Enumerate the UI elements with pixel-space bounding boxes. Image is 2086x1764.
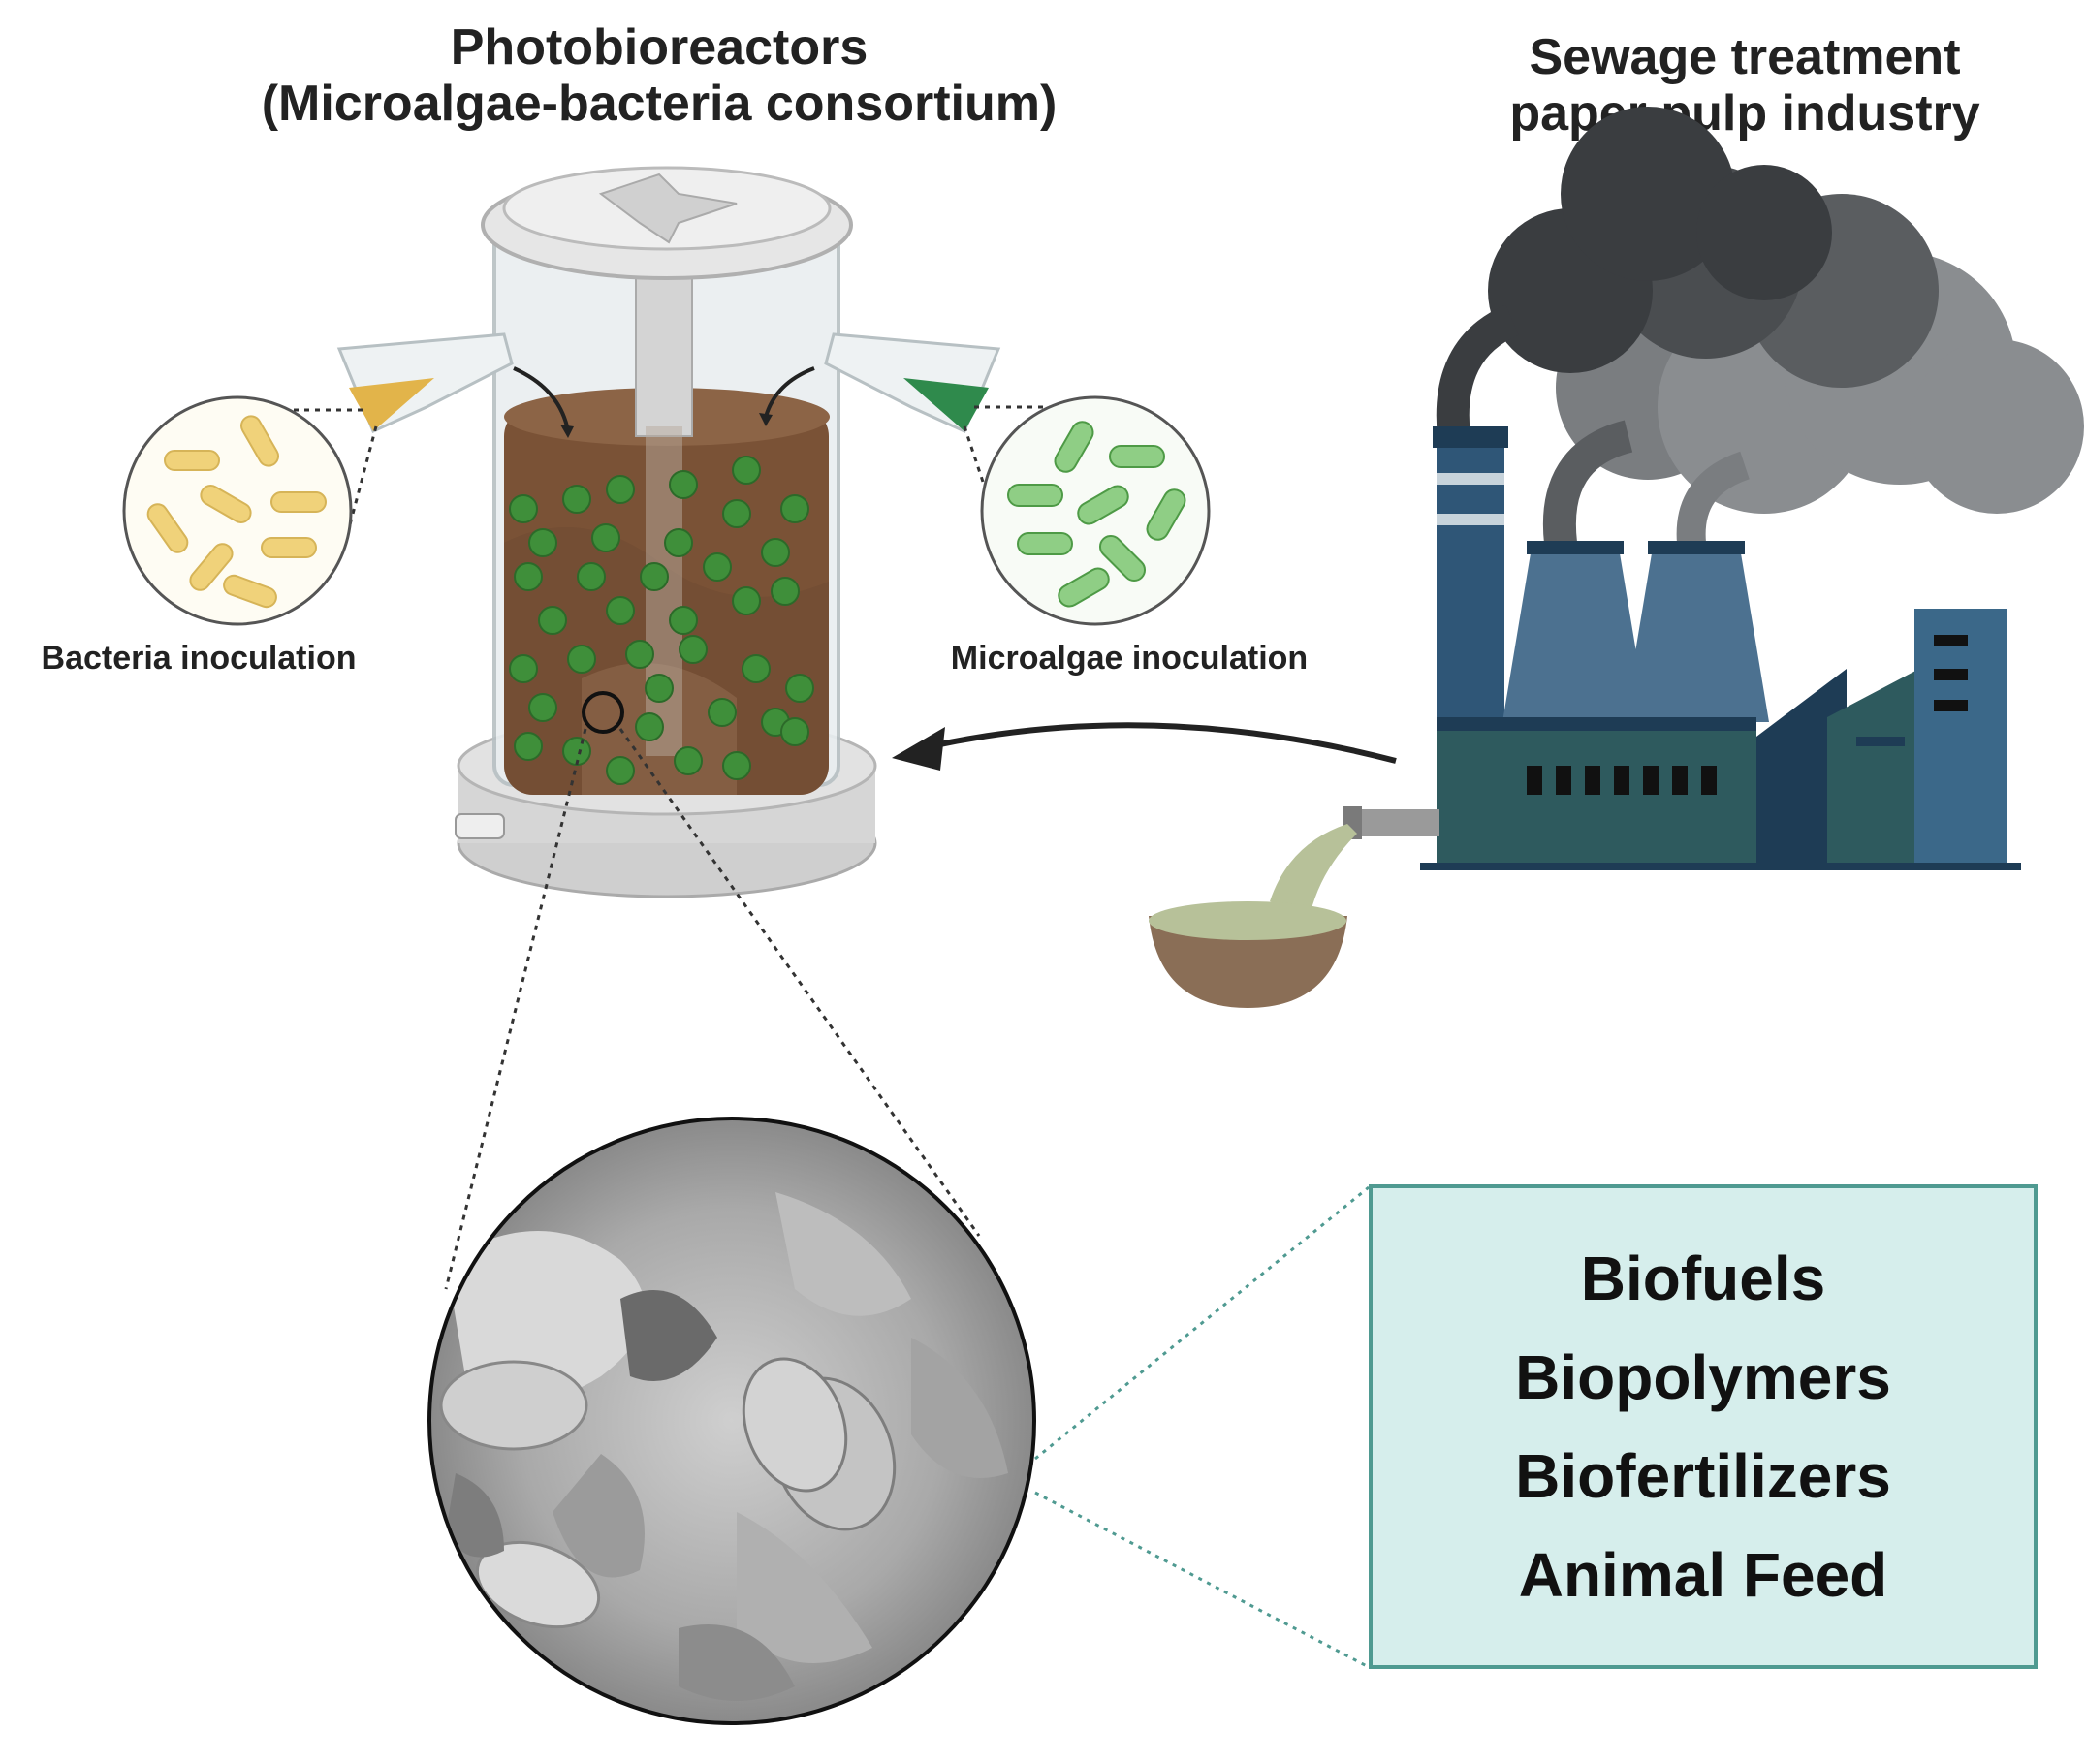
photobioreactor-icon xyxy=(455,166,877,898)
microalgae-cell xyxy=(625,640,654,669)
smoke-cloud-icon xyxy=(1436,107,2084,545)
microalgae-cell xyxy=(732,456,761,485)
microalgae-cell xyxy=(567,645,596,674)
microalgae-cell xyxy=(674,746,703,775)
microalgae-cell xyxy=(722,751,751,780)
microalgae-cell xyxy=(509,494,538,523)
microalgae-inoculation-label: Microalgae inoculation xyxy=(950,640,1309,677)
microalgae-cell xyxy=(528,693,557,722)
microalgae-cell xyxy=(640,562,669,591)
microalgae-cell xyxy=(635,712,664,741)
microalgae-cell xyxy=(669,606,698,635)
bacteria-flask-icon xyxy=(336,332,514,434)
industry-title-line1: Sewage treatment xyxy=(1529,29,1961,85)
microalgae-cell xyxy=(645,674,674,703)
microalgae-flask-icon xyxy=(824,332,1001,434)
microalgae-cell xyxy=(669,470,698,499)
microalgae-cell xyxy=(528,528,557,557)
microalgae-cell xyxy=(514,732,543,761)
photobioreactor-title-line2: (Microalgae-bacteria consortium) xyxy=(261,76,1058,132)
microalgae-cell xyxy=(606,596,635,625)
bacteria-zoom-circle-icon xyxy=(122,395,353,626)
microalgae-cell xyxy=(562,485,591,514)
microalgae-cell xyxy=(606,756,635,785)
product-biofertilizers: Biofertilizers xyxy=(1515,1441,1891,1511)
wastewater-bowl-icon xyxy=(1149,806,1439,1008)
factory-icon xyxy=(1420,426,2021,870)
microalgae-cell xyxy=(732,586,761,615)
photobioreactor-title-line1: Photobioreactors xyxy=(450,19,869,76)
microalgae-cell xyxy=(780,717,809,746)
microalgae-zoom-circle-icon xyxy=(980,395,1211,626)
bacteria-inoculation-label: Bacteria inoculation xyxy=(41,640,357,677)
microalgae-cell xyxy=(577,562,606,591)
microalgae-cell xyxy=(785,674,814,703)
microalgae-cell xyxy=(538,606,567,635)
microalgae-cell xyxy=(509,654,538,683)
microalgae-cell xyxy=(708,698,737,727)
microalgae-cell xyxy=(722,499,751,528)
microalgae-cell xyxy=(761,538,790,567)
microalgae-cell xyxy=(606,475,635,504)
microalgae-cell xyxy=(703,552,732,582)
products-box: Biofuels Biopolymers Biofertilizers Anim… xyxy=(1369,1184,2038,1669)
microalgae-cell xyxy=(742,654,771,683)
product-biofuels: Biofuels xyxy=(1580,1244,1826,1313)
microalgae-cell xyxy=(591,523,620,552)
microalgae-cell xyxy=(664,528,693,557)
photobioreactor-title: Photobioreactors (Microalgae-bacteria co… xyxy=(174,19,1144,132)
product-animal-feed: Animal Feed xyxy=(1518,1540,1888,1610)
microalgae-cell xyxy=(514,562,543,591)
product-biopolymers: Biopolymers xyxy=(1515,1342,1891,1412)
microalgae-cell xyxy=(562,737,591,766)
flow-arrow-icon xyxy=(892,722,1397,771)
microalgae-cells xyxy=(509,456,814,785)
microalgae-cell xyxy=(679,635,708,664)
sem-micrograph-icon xyxy=(427,1117,1036,1725)
microalgae-cell xyxy=(771,577,800,606)
microalgae-cell xyxy=(780,494,809,523)
